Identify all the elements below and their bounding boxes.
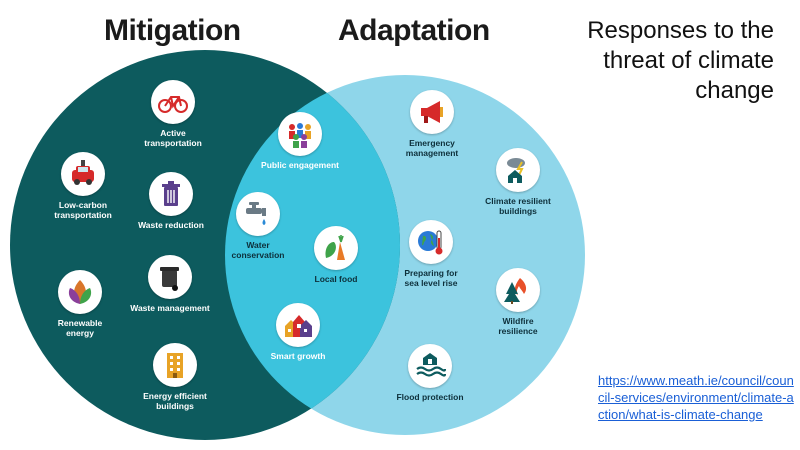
- flood-icon: [408, 344, 452, 388]
- item-waste-management: Waste management: [100, 255, 240, 313]
- source-link[interactable]: https://www.meath.ie/council/council-ser…: [598, 373, 794, 422]
- item-label: Climate resilient buildings: [485, 196, 551, 216]
- trash-bin-icon: [149, 172, 193, 216]
- item-renewable-energy: Renewable energy: [10, 270, 150, 338]
- item-label: Renewable energy: [57, 318, 103, 338]
- mitigation-heading: Mitigation: [104, 14, 241, 47]
- item-label: Waste reduction: [138, 220, 204, 230]
- item-label: Water conservation: [231, 240, 285, 260]
- item-label: Flood protection: [396, 392, 464, 402]
- item-public-engagement: Public engagement: [230, 112, 370, 170]
- item-label: Low-carbon transportation: [54, 200, 112, 220]
- vegetables-icon: [314, 226, 358, 270]
- item-low-carbon-transportation: Low-carbon transportation: [13, 152, 153, 220]
- item-label: Active transportation: [144, 128, 202, 148]
- car-icon: [61, 152, 105, 196]
- item-label: Local food: [314, 274, 358, 284]
- item-label: Wildfire resilience: [498, 316, 538, 336]
- storm-house-icon: [496, 148, 540, 192]
- item-local-food: Local food: [266, 226, 406, 284]
- item-wildfire-resilience: Wildfire resilience: [448, 268, 588, 336]
- houses-icon: [276, 303, 320, 347]
- wheelie-bin-icon: [148, 255, 192, 299]
- item-label: Waste management: [130, 303, 210, 313]
- item-preparing-for-sea-level-rise: Preparing for sea level rise: [361, 220, 501, 288]
- item-label: Preparing for sea level rise: [404, 268, 458, 288]
- item-label: Energy efficient buildings: [143, 391, 207, 411]
- adaptation-heading: Adaptation: [338, 14, 490, 47]
- item-waste-reduction: Waste reduction: [101, 172, 241, 230]
- leaves-icon: [58, 270, 102, 314]
- megaphone-icon: [410, 90, 454, 134]
- item-water-conservation: Water conservation: [188, 192, 328, 260]
- building-icon: [153, 343, 197, 387]
- item-label: Smart growth: [270, 351, 326, 361]
- item-label: Public engagement: [261, 160, 339, 170]
- item-climate-resilient-buildings: Climate resilient buildings: [448, 148, 588, 216]
- item-smart-growth: Smart growth: [228, 303, 368, 361]
- side-title: Responses to the threat of climate chang…: [587, 17, 774, 104]
- item-label: Emergency management: [405, 138, 459, 158]
- faucet-icon: [236, 192, 280, 236]
- item-flood-protection: Flood protection: [360, 344, 500, 402]
- bicycle-icon: [151, 80, 195, 124]
- globe-thermometer-icon: [409, 220, 453, 264]
- fire-tree-icon: [496, 268, 540, 312]
- people-icon: [278, 112, 322, 156]
- item-energy-efficient-buildings: Energy efficient buildings: [105, 343, 245, 411]
- item-active-transportation: Active transportation: [103, 80, 243, 148]
- item-emergency-management: Emergency management: [362, 90, 502, 158]
